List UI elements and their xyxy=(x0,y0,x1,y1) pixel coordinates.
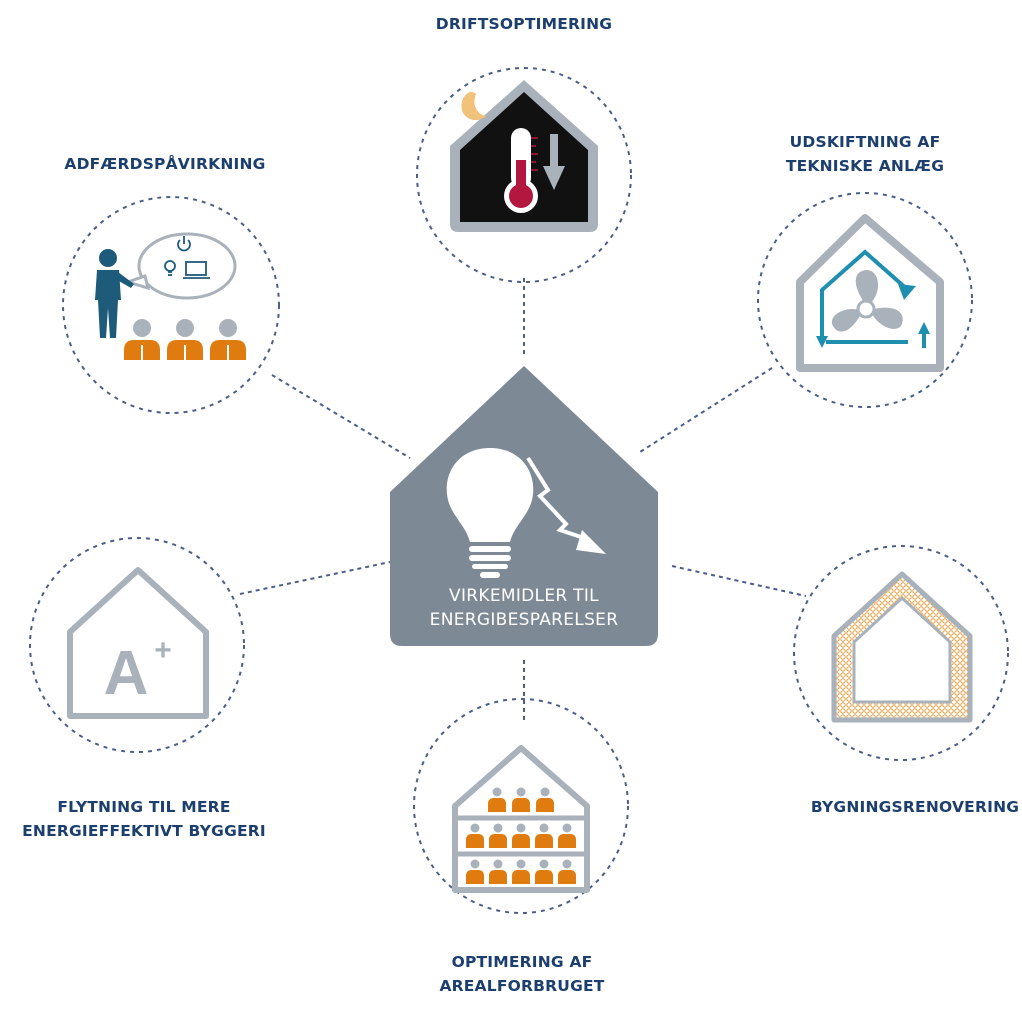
label-bygningsrenovering: BYGNINGSRENOVERING xyxy=(808,795,1022,819)
center-title-line2: ENERGIBESPARELSER xyxy=(429,610,619,630)
circle-driftsoptimering xyxy=(416,67,632,283)
center-house xyxy=(390,366,658,646)
occupant-body xyxy=(512,798,530,812)
label-areal: OPTIMERING AF AREALFORBRUGET xyxy=(412,950,632,998)
label-udskiftning-line2: TEKNISKE ANLÆG xyxy=(785,157,945,175)
occupant-body xyxy=(535,870,553,884)
occupant-body xyxy=(488,798,506,812)
energy-label-letter: A xyxy=(104,639,149,708)
connector-lines xyxy=(239,278,807,720)
energy-label-plus: + xyxy=(154,634,172,667)
label-bygningsrenovering-text: BYGNINGSRENOVERING xyxy=(810,798,1020,816)
center-title: VIRKEMIDLER TIL ENERGIBESPARELSER xyxy=(394,584,654,632)
label-flytning-line1: FLYTNING TIL MERE xyxy=(57,798,231,816)
center-title-line1: VIRKEMIDLER TIL xyxy=(449,586,599,606)
label-areal-line2: AREALFORBRUGET xyxy=(439,977,605,995)
circle-flytning xyxy=(29,537,245,753)
label-driftsoptimering: DRIFTSOPTIMERING xyxy=(412,12,636,36)
occupant-head xyxy=(540,787,550,797)
ventilation-fan-icon xyxy=(796,214,944,372)
connector-left-top xyxy=(271,374,411,459)
occupant-body xyxy=(535,834,553,848)
label-driftsoptimering-text: DRIFTSOPTIMERING xyxy=(435,15,613,33)
occupant-head xyxy=(516,859,526,869)
connector-left xyxy=(239,561,391,595)
circle-areal xyxy=(413,698,629,914)
occupant-head xyxy=(492,787,502,797)
label-udskiftning-line1: UDSKIFTNING AF xyxy=(789,133,941,151)
lightbulb-icon xyxy=(446,448,534,578)
occupant-body xyxy=(489,870,507,884)
presentation-icon xyxy=(95,232,246,360)
occupant-body xyxy=(466,870,484,884)
energy-label-house-icon: A + xyxy=(67,567,209,719)
occupant-head xyxy=(562,859,572,869)
occupant-head xyxy=(493,859,503,869)
occupant-head xyxy=(539,823,549,833)
connector-right xyxy=(671,565,807,597)
crowded-building-icon xyxy=(452,745,590,893)
circle-bygningsrenovering xyxy=(793,545,1009,761)
occupant-body xyxy=(512,870,530,884)
occupant-body xyxy=(512,834,530,848)
occupant-body xyxy=(558,870,576,884)
label-adfaerd: ADFÆRDSPÅVIRKNING xyxy=(40,152,290,176)
occupant-body xyxy=(536,798,554,812)
label-flytning-line2: ENERGIEFFEKTIVT BYGGERI xyxy=(22,822,266,840)
occupant-head xyxy=(493,823,503,833)
occupant-head xyxy=(539,859,549,869)
connector-right-top xyxy=(639,367,773,453)
insulated-house-icon xyxy=(831,571,973,723)
label-flytning: FLYTNING TIL MERE ENERGIEFFEKTIVT BYGGER… xyxy=(0,795,288,843)
occupant-body xyxy=(558,834,576,848)
occupant-head xyxy=(470,823,480,833)
thermometer-house-icon xyxy=(450,80,598,232)
decrease-arrow-icon xyxy=(526,456,606,554)
occupant-head xyxy=(516,823,526,833)
label-udskiftning: UDSKIFTNING AF TEKNISKE ANLÆG xyxy=(750,130,980,178)
label-adfaerd-text: ADFÆRDSPÅVIRKNING xyxy=(64,155,266,173)
occupants xyxy=(466,787,576,884)
label-areal-line1: OPTIMERING AF xyxy=(451,953,593,971)
occupant-head xyxy=(516,787,526,797)
occupant-body xyxy=(466,834,484,848)
occupant-head xyxy=(562,823,572,833)
occupant-body xyxy=(489,834,507,848)
circle-adfaerd xyxy=(62,196,280,414)
occupant-head xyxy=(470,859,480,869)
dotted-circles xyxy=(29,67,1009,914)
circle-udskiftning xyxy=(757,192,973,408)
